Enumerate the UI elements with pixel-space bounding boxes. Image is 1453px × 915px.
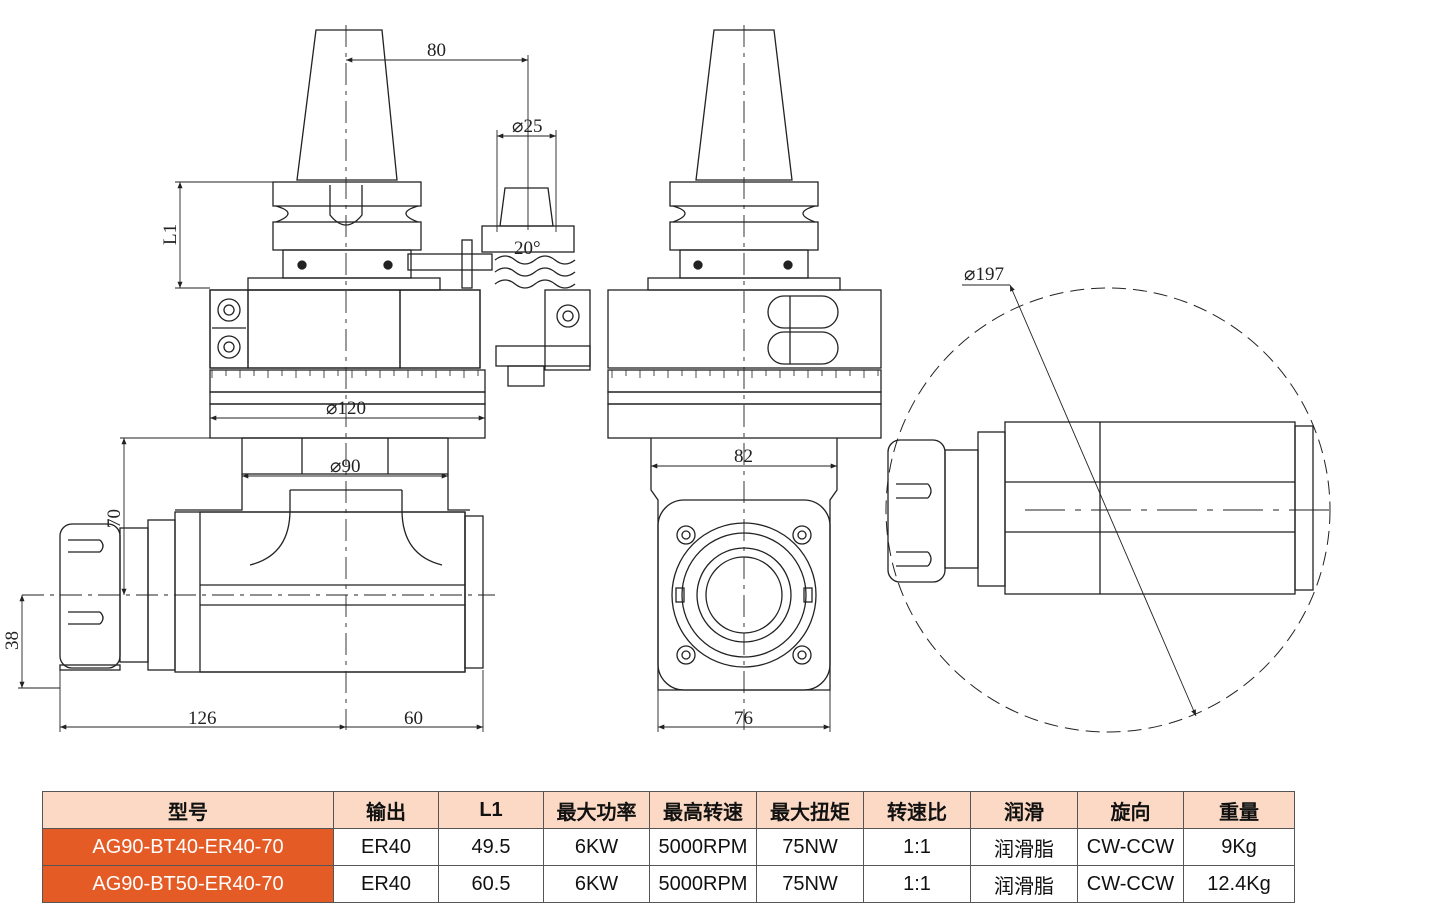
technical-drawing: 80 ⌀25 L1 20° ⌀120 ⌀90 70 38 126 60 bbox=[2, 25, 1331, 733]
header-max-speed: 最高转速 bbox=[649, 791, 757, 829]
cell-output: ER40 bbox=[333, 828, 439, 866]
cell-model: AG90-BT50-ER40-70 bbox=[42, 865, 334, 903]
header-max-power: 最大功率 bbox=[543, 791, 650, 829]
dim-80: 80 bbox=[427, 40, 446, 61]
top-view bbox=[885, 284, 1331, 733]
header-lubrication: 润滑 bbox=[970, 791, 1078, 829]
header-ratio: 转速比 bbox=[863, 791, 971, 829]
side-view bbox=[607, 25, 882, 730]
header-l1: L1 bbox=[438, 791, 544, 829]
header-weight: 重量 bbox=[1183, 791, 1295, 829]
cell-l1: 60.5 bbox=[438, 865, 544, 903]
dim-l1: L1 bbox=[160, 224, 181, 245]
dim-diameter-25: ⌀25 bbox=[512, 116, 542, 137]
header-rotation: 旋向 bbox=[1077, 791, 1184, 829]
cell-max-torque: 75NW bbox=[756, 828, 864, 866]
cell-max-speed: 5000RPM bbox=[649, 828, 757, 866]
dim-angle-20: 20° bbox=[514, 238, 541, 259]
cell-model: AG90-BT40-ER40-70 bbox=[42, 828, 334, 866]
dim-diameter-197: ⌀197 bbox=[964, 264, 1004, 285]
header-output: 输出 bbox=[333, 791, 439, 829]
cell-weight: 9Kg bbox=[1183, 828, 1295, 866]
table-header-row: 型号 输出 L1 最大功率 最高转速 最大扭矩 转速比 润滑 旋向 重量 bbox=[42, 791, 1295, 829]
table-row: AG90-BT40-ER40-70 ER40 49.5 6KW 5000RPM … bbox=[42, 828, 1295, 866]
cell-max-torque: 75NW bbox=[756, 865, 864, 903]
cell-weight: 12.4Kg bbox=[1183, 865, 1295, 903]
front-view-dimensions bbox=[18, 55, 557, 732]
dim-70: 70 bbox=[104, 509, 125, 528]
cell-lubrication: 润滑脂 bbox=[970, 865, 1078, 903]
header-model: 型号 bbox=[42, 791, 334, 829]
spec-table: 型号 输出 L1 最大功率 最高转速 最大扭矩 转速比 润滑 旋向 重量 AG9… bbox=[42, 791, 1295, 903]
cell-max-speed: 5000RPM bbox=[649, 865, 757, 903]
side-view-dimensions bbox=[651, 463, 837, 732]
dim-82: 82 bbox=[734, 446, 753, 467]
header-max-torque: 最大扭矩 bbox=[756, 791, 864, 829]
cell-output: ER40 bbox=[333, 865, 439, 903]
cell-rotation: CW-CCW bbox=[1077, 865, 1184, 903]
table-row: AG90-BT50-ER40-70 ER40 60.5 6KW 5000RPM … bbox=[42, 865, 1295, 903]
cell-max-power: 6KW bbox=[543, 828, 650, 866]
cell-rotation: CW-CCW bbox=[1077, 828, 1184, 866]
cell-l1: 49.5 bbox=[438, 828, 544, 866]
dim-126: 126 bbox=[188, 708, 217, 729]
front-view bbox=[22, 25, 591, 730]
dim-76: 76 bbox=[734, 708, 753, 729]
cell-max-power: 6KW bbox=[543, 865, 650, 903]
cell-ratio: 1:1 bbox=[863, 865, 971, 903]
cell-lubrication: 润滑脂 bbox=[970, 828, 1078, 866]
dim-diameter-90: ⌀90 bbox=[330, 456, 360, 477]
dim-38: 38 bbox=[2, 631, 23, 650]
dim-diameter-120: ⌀120 bbox=[326, 398, 366, 419]
cell-ratio: 1:1 bbox=[863, 828, 971, 866]
dim-60: 60 bbox=[404, 708, 423, 729]
